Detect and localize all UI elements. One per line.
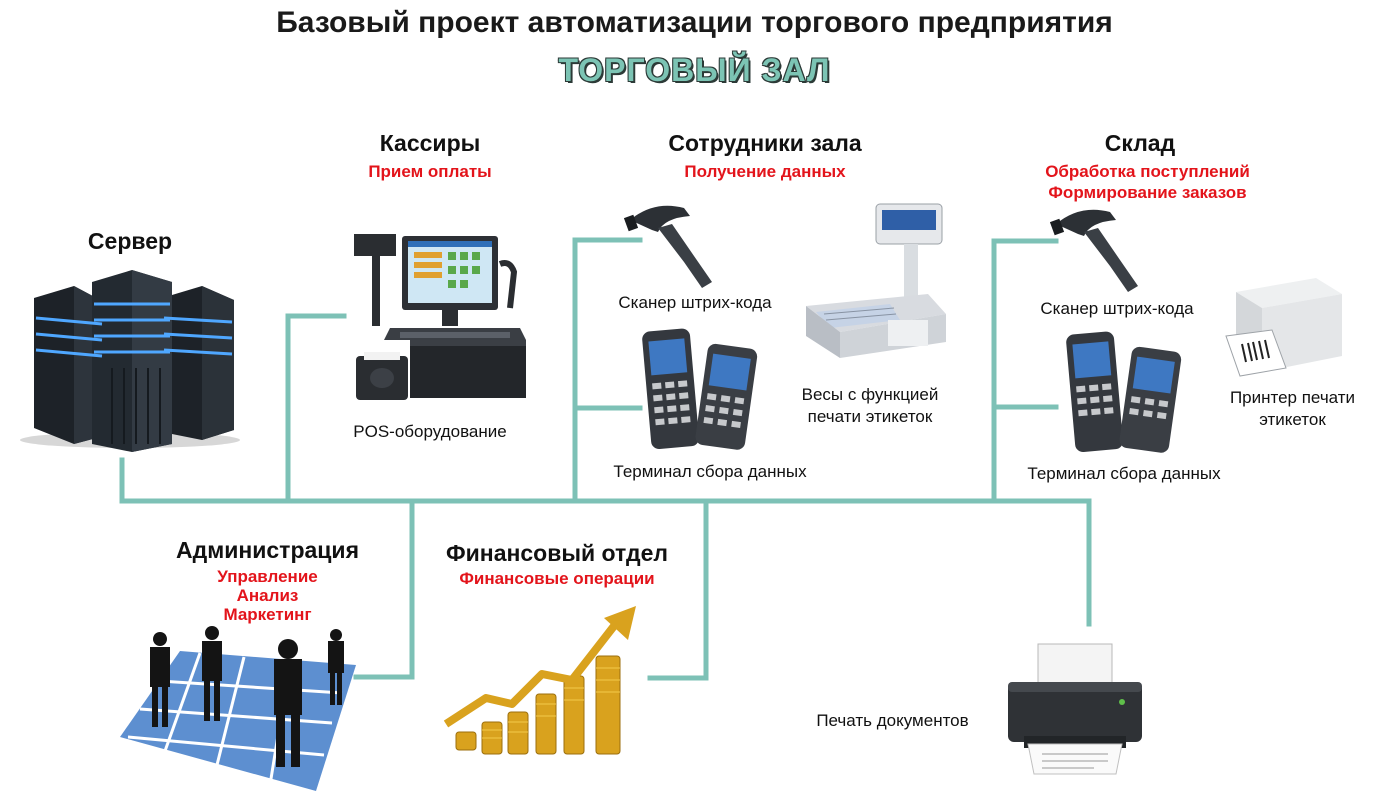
warehouse-function-1: Обработка поступлений [1010,161,1285,182]
admin-heading: Администрация [140,537,395,564]
warehouse-scanner-caption: Сканер штрих-кода [1012,298,1222,320]
pos-connector [288,316,344,501]
label-printer-caption-line2: этикеток [1200,409,1385,431]
hall-heading: Сотрудники зала [620,130,910,157]
server-connector [122,460,412,501]
business-people-icon [120,625,356,791]
barcode-scanner-icon [1050,206,1150,296]
warehouse-connector [994,241,1056,501]
hall-function: Получение данных [620,161,910,182]
admin-function-3: Маркетинг [160,604,375,625]
document-printer-icon [1004,640,1146,780]
data-terminal-icon [638,322,768,450]
page-subtitle: ТОРГОВЫЙ ЗАЛ [0,52,1389,89]
finance-heading: Финансовый отдел [412,540,702,567]
pos-caption: POS-оборудование [320,421,540,443]
admin-function-2: Анализ [160,585,375,606]
cashiers-function: Прием оплаты [300,161,560,182]
cashiers-heading: Кассиры [330,130,530,157]
hall-terminal-caption: Терминал сбора данных [590,461,830,483]
admin-function-1: Управление [160,566,375,587]
warehouse-terminal-caption: Терминал сбора данных [1004,463,1244,485]
hall-scanner-caption: Сканер штрих-кода [590,292,800,314]
pos-terminal-icon [350,228,530,403]
server-rack-icon [12,268,242,453]
page-title: Базовый проект автоматизации торгового п… [0,6,1389,40]
scales-caption-line2: печати этикеток [770,406,970,428]
label-printer-caption-line1: Принтер печати [1200,387,1385,409]
scales-icon [800,202,950,368]
barcode-scanner-icon [624,202,724,292]
label-printer-icon [1216,272,1346,384]
warehouse-heading: Склад [1060,130,1220,157]
scales-caption-line1: Весы с функцией [770,384,970,406]
server-heading: Сервер [55,228,205,255]
coin-growth-chart-icon [442,600,642,758]
data-terminal-icon [1062,325,1192,453]
finance-function: Финансовые операции [412,568,702,589]
printer-caption: Печать документов [790,710,995,732]
warehouse-function-2: Формирование заказов [1010,182,1285,203]
finance-connector [650,501,706,678]
